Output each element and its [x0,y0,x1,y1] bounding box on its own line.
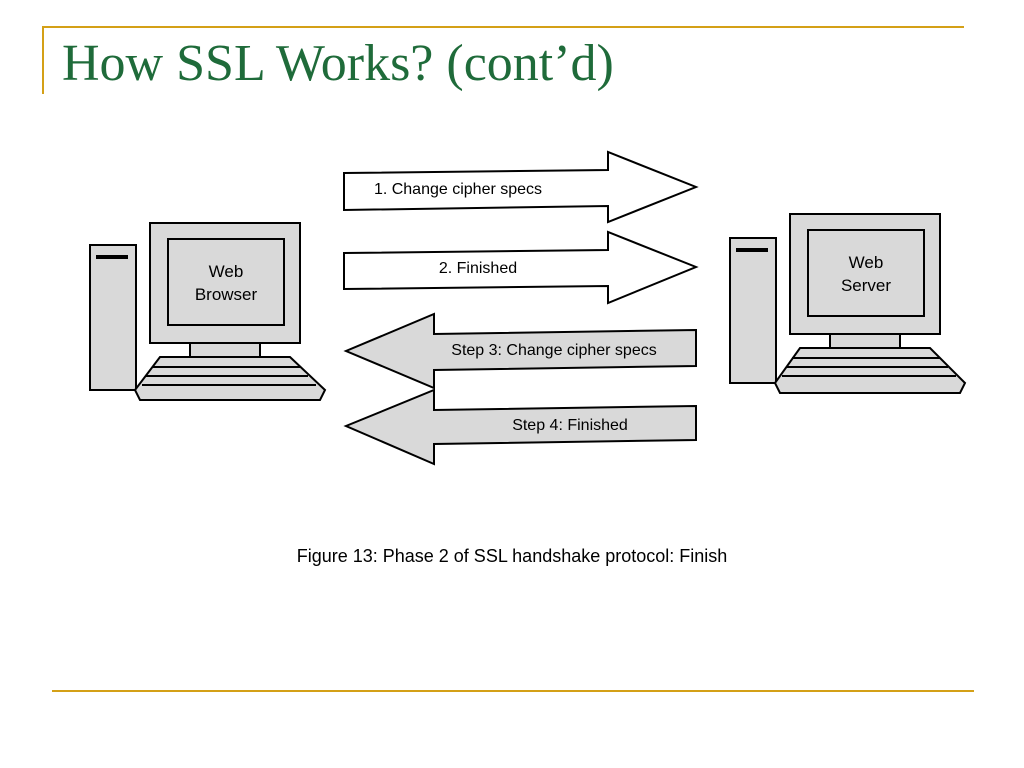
arrow-4-shape [343,388,697,466]
message-arrow-2: 2. Finished [343,230,699,305]
ssl-handshake-diagram: Web Browser Web Server 1. [89,150,967,466]
client-tower-slot [96,255,128,259]
client-label-line1: Web [209,262,244,281]
client-keyboard [133,356,327,401]
title-accent [42,26,44,94]
message-arrow-4: Step 4: Finished [343,388,697,466]
server-tower [729,237,777,384]
client-monitor-stand [189,342,261,358]
arrow-4-label: Step 4: Finished [512,417,628,434]
client-screen [167,238,285,326]
server-label-line2: Server [841,276,891,295]
footer-rule [52,690,974,692]
server-tower-slot [736,248,768,252]
server-label-line1: Web [849,253,884,272]
slide-title: How SSL Works? (cont’d) [62,35,614,92]
arrow-3-shape [343,312,697,390]
server-monitor-stand [829,333,901,349]
arrow-1-label: 1. Change cipher specs [374,181,542,198]
arrow-2-label: 2. Finished [439,260,517,277]
arrow-2-shape [343,230,699,305]
arrow-1-shape [343,150,699,224]
message-arrow-1: 1. Change cipher specs [343,150,699,224]
client-label-line2: Browser [195,285,258,304]
server-screen [807,229,925,317]
arrow-3-label: Step 3: Change cipher specs [451,342,656,359]
figure-caption: Figure 13: Phase 2 of SSL handshake prot… [296,546,728,566]
message-arrow-3: Step 3: Change cipher specs [343,312,697,390]
web-server-computer: Web Server [729,213,967,394]
title-rule [42,26,964,28]
web-browser-computer: Web Browser [89,222,327,401]
client-tower [89,244,137,391]
server-keyboard [773,347,967,394]
